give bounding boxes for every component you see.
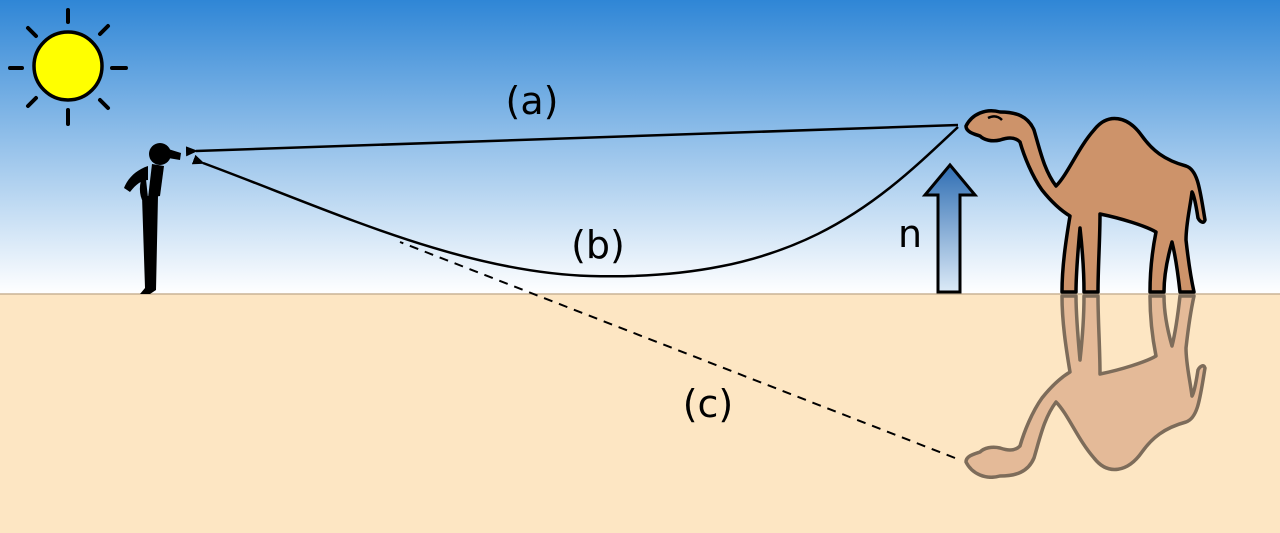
observer-icon — [124, 143, 181, 294]
sun-icon — [8, 8, 128, 126]
ray-c — [399, 241, 956, 459]
refractive-gradient-arrow — [921, 162, 979, 294]
label-ray-b: (b) — [571, 223, 625, 267]
ray-a — [185, 123, 959, 157]
ray-b — [191, 126, 959, 278]
camel-mirage-icon — [964, 294, 1207, 479]
label-refractive-index: n — [898, 212, 922, 256]
label-ray-c: (c) — [683, 382, 734, 426]
camel-icon — [964, 109, 1207, 294]
label-ray-a: (a) — [506, 79, 559, 123]
